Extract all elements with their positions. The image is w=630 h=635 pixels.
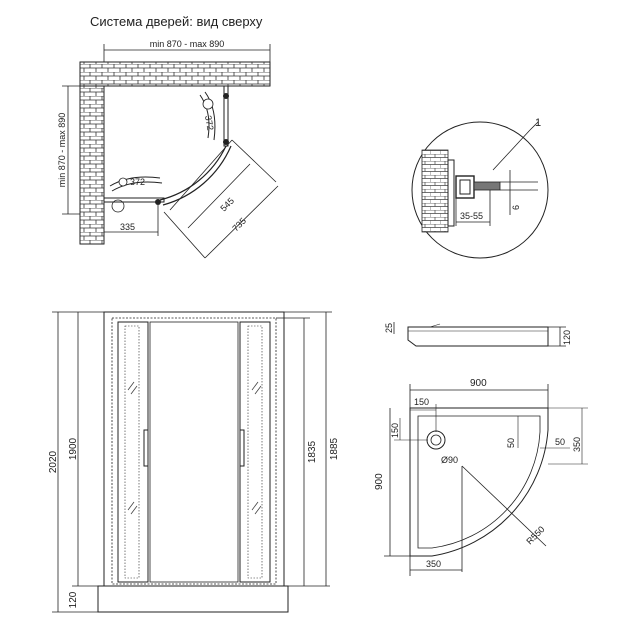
tray-top-view: Ø90 900 150 150 50 50 350	[374, 378, 588, 576]
gap-label: 35-55	[460, 211, 483, 221]
tray-width-label: 900	[470, 378, 487, 389]
rim-2-label: 50	[555, 437, 565, 447]
drawing-title: Система дверей: вид сверху	[90, 14, 263, 29]
left-wall	[79, 85, 105, 245]
drain-offset-y-label: 150	[390, 423, 400, 438]
rim-1-label: 50	[506, 438, 516, 448]
height-range-label: min 870 - max 890	[57, 113, 67, 188]
inner-height-2-label: 1885	[329, 437, 340, 460]
top-view: min 870 - max 890 min 870 - max 890 372 …	[57, 39, 279, 259]
door-arc-top-label: 372	[203, 115, 215, 132]
front-frame	[103, 311, 285, 587]
top-wall	[79, 61, 271, 87]
drain	[426, 430, 446, 450]
bottom-350-label: 350	[426, 559, 441, 569]
door-height-label: 1900	[68, 437, 79, 460]
profile-detail: 6 1 35-55	[411, 117, 549, 259]
tray-side-shape	[407, 326, 549, 347]
drain-offset-x-label: 150	[414, 397, 429, 407]
bottom-offset-label: 335	[120, 222, 135, 232]
tray-height-label: 120	[562, 330, 572, 345]
tray-rim-label: 25	[384, 323, 394, 333]
detail-circle	[411, 121, 549, 259]
callout-label: 1	[535, 117, 541, 129]
base-height-label: 120	[68, 591, 79, 608]
tray-side-view: 25 120	[384, 322, 572, 347]
diag-545-label: 545	[218, 196, 236, 214]
thickness-label: 6	[511, 205, 521, 210]
width-range-label: min 870 - max 890	[150, 39, 225, 49]
total-height-label: 2020	[48, 450, 59, 473]
inner-height-1-label: 1835	[307, 440, 318, 463]
drain-diameter-label: Ø90	[441, 455, 458, 465]
front-view: 2020 1900 120 1835 1885	[48, 311, 340, 613]
tray-depth-label: 900	[374, 473, 385, 490]
door-arc-left-label: 372	[130, 177, 145, 187]
right-350-label: 350	[572, 437, 582, 452]
front-tray	[97, 585, 289, 613]
